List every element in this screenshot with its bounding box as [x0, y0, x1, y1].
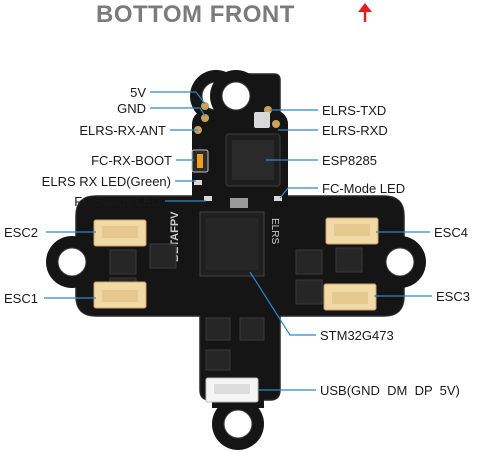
mosfet-bottom-a — [205, 317, 231, 341]
flight-controller-board: BETAFPV ELRS — [46, 70, 426, 450]
label-elrs-txd: ELRS-TXD — [322, 103, 386, 118]
label-stm32: STM32G473 — [320, 328, 394, 343]
esc4-connector — [325, 217, 379, 245]
usb-connector — [205, 377, 259, 403]
mosfet-bottom-b — [239, 317, 265, 341]
mosfet-esc2 — [109, 249, 137, 275]
mount-hole-top-right — [210, 70, 262, 122]
label-5v: 5V — [130, 85, 146, 100]
mosfet-esc4 — [295, 249, 323, 275]
crystal — [230, 198, 248, 208]
label-esp8285: ESP8285 — [322, 153, 377, 168]
fc-status-led — [204, 196, 212, 201]
label-esc3: ESC3 — [436, 289, 470, 304]
elrs-rx-led — [194, 180, 202, 185]
leader-lines — [44, 91, 432, 391]
label-esc1: ESC1 — [4, 291, 38, 306]
mosfet-esc2b — [149, 243, 177, 269]
esc2-connector — [93, 219, 147, 247]
right-labels: ELRS-TXD ELRS-RXD ESP8285 FC-Mode LED ES… — [320, 103, 470, 398]
mount-hole-right — [374, 236, 426, 288]
fc-mode-led — [274, 196, 282, 201]
label-elrs-rxd: ELRS-RXD — [322, 123, 388, 138]
label-fc-mode-led: FC-Mode LED — [322, 181, 405, 196]
board-elrs-text: ELRS — [269, 218, 280, 244]
esc1-connector — [93, 281, 147, 309]
label-fc-status-led: FC Status LED — [74, 194, 161, 209]
mosfet-bottom-c — [205, 349, 231, 371]
label-gnd: GND — [117, 101, 146, 116]
stm32-chip — [199, 211, 265, 277]
label-elrs-rx-ant: ELRS-RX-ANT — [79, 123, 166, 138]
label-fc-rx-boot: FC-RX-BOOT — [91, 153, 172, 168]
esc3-connector — [323, 283, 377, 311]
boot-button — [191, 149, 209, 173]
left-labels: 5V GND ELRS-RX-ANT FC-RX-BOOT ELRS RX LE… — [4, 85, 172, 306]
label-elrs-rx-led: ELRS RX LED(Green) — [42, 174, 171, 189]
mount-hole-left — [46, 236, 98, 288]
label-usb: USB(GND DM DP 5V) — [320, 383, 460, 398]
label-esc4: ESC4 — [434, 225, 468, 240]
mount-hole-bottom — [212, 398, 264, 450]
up-arrow-icon — [358, 3, 372, 22]
mosfet-esc3 — [295, 279, 323, 305]
rf-module — [254, 112, 270, 128]
label-esc2: ESC2 — [4, 225, 38, 240]
mosfet-esc4b — [335, 247, 363, 273]
diagram-title: BOTTOM FRONT — [96, 1, 295, 28]
